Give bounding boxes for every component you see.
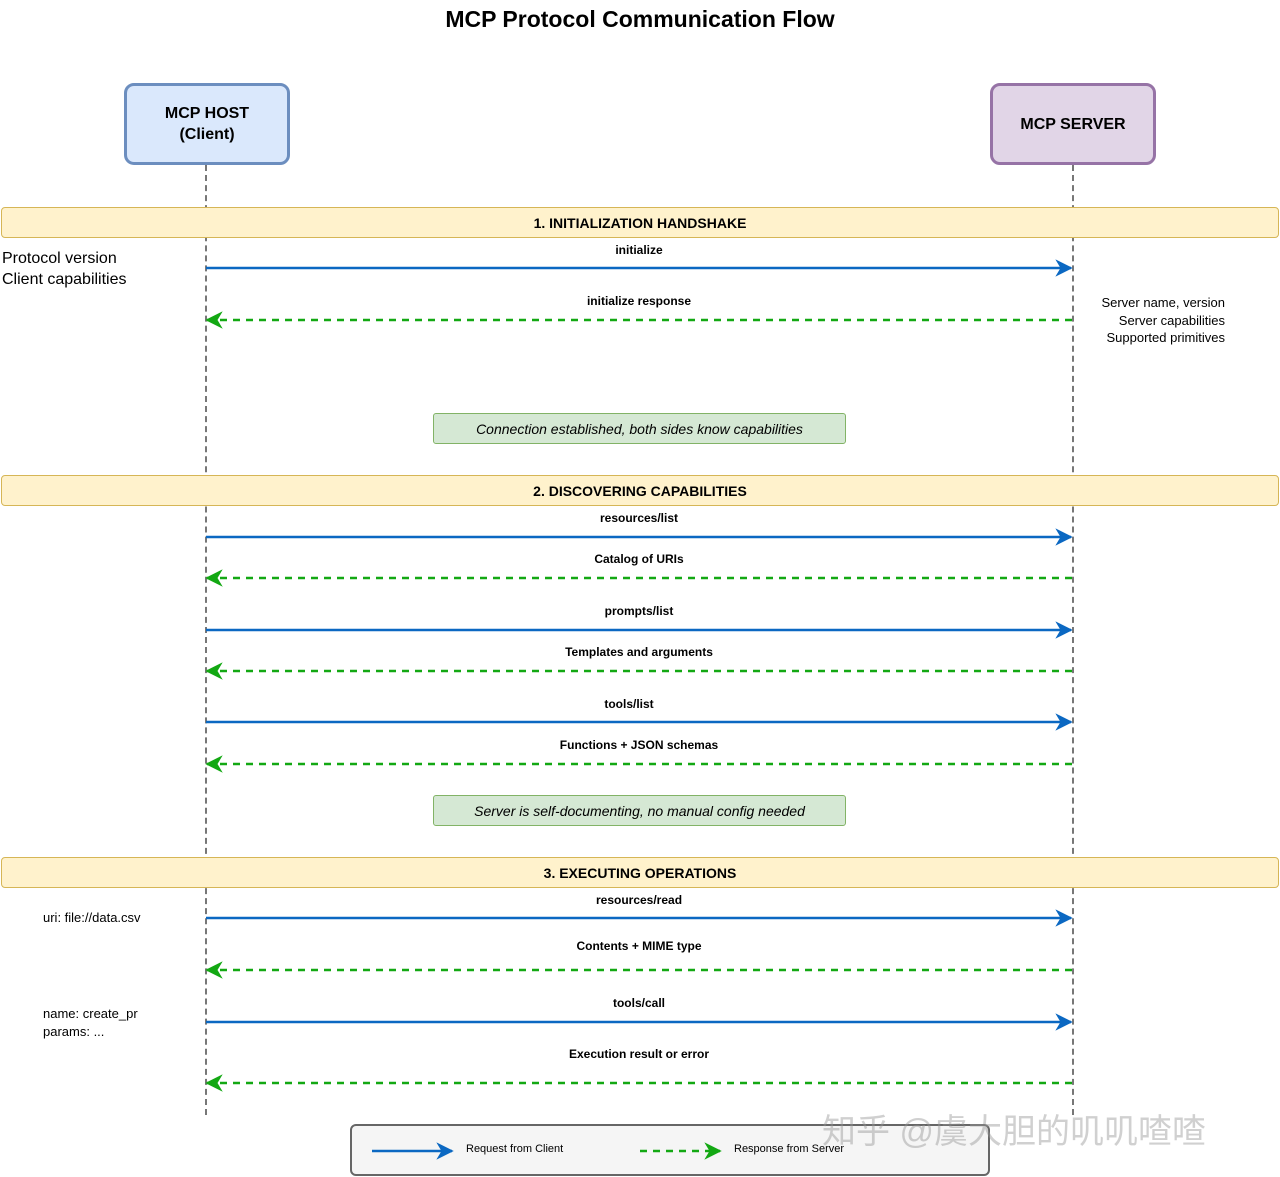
- label-tools-call: tools/call: [612, 996, 665, 1010]
- resources-read-params: uri: file://data.csv: [43, 910, 141, 925]
- client-init-params: Protocol version Client capabilities: [2, 250, 127, 288]
- server-init-details: Server name, version Server capabilities…: [1101, 295, 1225, 345]
- label-contents-mime: Contents + MIME type: [576, 939, 702, 953]
- label-initialize-response: initialize response: [586, 294, 692, 308]
- note-self-documenting: Server is self-documenting, no manual co…: [433, 795, 846, 826]
- diagram-title: MCP Protocol Communication Flow: [445, 6, 835, 32]
- legend-request-label: Request from Client: [466, 1143, 564, 1155]
- label-resources-list: resources/list: [599, 511, 679, 525]
- label-initialize: initialize: [615, 243, 663, 257]
- label-resources-read: resources/read: [595, 893, 683, 907]
- watermark: 知乎 @虞大胆的叽叽喳喳: [822, 1113, 1206, 1151]
- note-connection-established: Connection established, both sides know …: [433, 413, 846, 444]
- label-tools-list: tools/list: [604, 697, 654, 711]
- server-lifeline: [1072, 165, 1074, 1115]
- legend-arrows: [372, 1142, 722, 1160]
- mcp-server-box: MCP SERVER: [990, 83, 1156, 165]
- label-catalog-of-uris: Catalog of URIs: [594, 552, 684, 566]
- tools-call-params: name: create_pr params: ...: [43, 1006, 138, 1039]
- legend-response-label: Response from Server: [734, 1143, 845, 1155]
- host-lifeline: [205, 165, 207, 1115]
- label-prompts-list: prompts/list: [604, 604, 674, 618]
- label-execution-result: Execution result or error: [568, 1047, 710, 1061]
- label-functions-schemas: Functions + JSON schemas: [559, 738, 719, 752]
- phase-discovering: 2. DISCOVERING CAPABILITIES: [1, 475, 1279, 506]
- legend: Request from Client Response from Server: [350, 1124, 990, 1176]
- phase-initialization: 1. INITIALIZATION HANDSHAKE: [1, 207, 1279, 238]
- phase-executing: 3. EXECUTING OPERATIONS: [1, 857, 1279, 888]
- label-templates-arguments: Templates and arguments: [565, 645, 713, 659]
- mcp-host-box: MCP HOST (Client): [124, 83, 290, 165]
